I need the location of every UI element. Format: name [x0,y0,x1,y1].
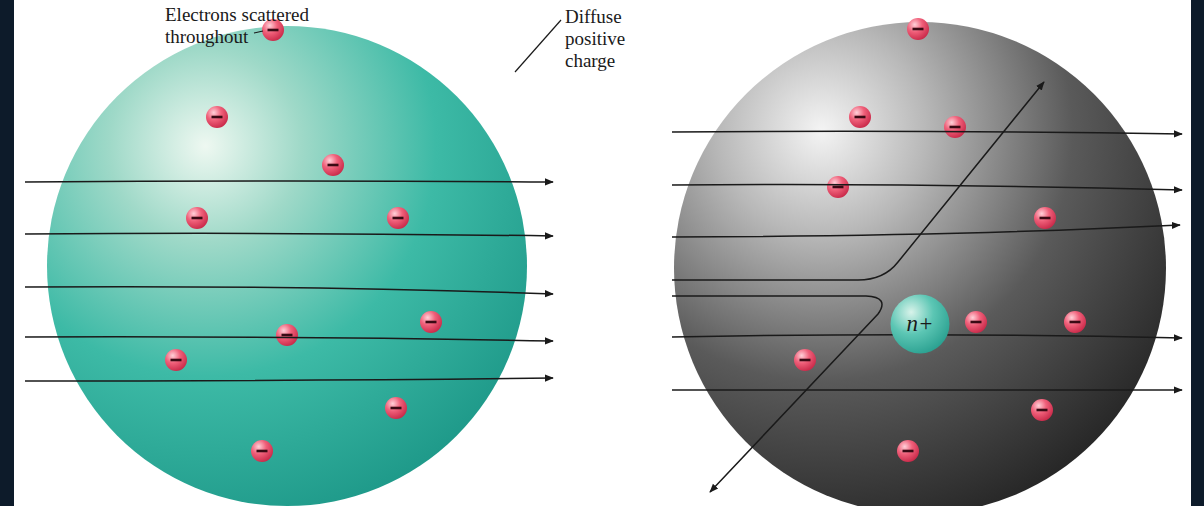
electron-symbol [251,440,273,462]
electron-body [965,311,987,333]
minus-sign [391,407,402,410]
alpha-path [25,233,553,236]
alpha-path [672,131,1182,134]
electron-body [1031,399,1053,421]
callout-label: Electrons scattered throughout [165,4,333,48]
minus-sign [328,164,339,167]
electron-symbol [1064,311,1086,333]
electron-symbol [206,106,228,128]
minus-sign [282,334,293,337]
alpha-paths [25,82,1182,492]
minus-sign [950,126,961,129]
minus-sign [212,116,223,119]
electron-body [907,18,929,40]
electron-body [322,154,344,176]
electron-body [794,349,816,371]
alpha-path [672,82,1044,280]
alpha-path [672,389,1182,391]
electron-body [897,440,919,462]
electron-body [1064,311,1086,333]
electron-symbol [322,154,344,176]
electron-body [387,207,409,229]
electron-symbol [794,349,816,371]
minus-sign [1037,409,1048,412]
nucleus-text-box: n+ [890,294,950,354]
leader-lines [254,20,561,72]
thomson-atom-sphere [47,26,527,506]
minus-sign [800,359,811,362]
electron-symbol [944,116,966,138]
electron-symbol [1034,207,1056,229]
electron-symbol [827,176,849,198]
electron-symbol [165,349,187,371]
electron-body [420,311,442,333]
electron-body [827,176,849,198]
minus-sign [393,217,404,220]
nucleus-label: n+ [906,311,933,337]
electron-symbol [186,207,208,229]
electron-symbol [907,18,929,40]
electron-body [944,116,966,138]
minus-sign [1040,217,1051,220]
minus-sign [426,321,437,324]
electron-body [206,106,228,128]
electron-symbol [420,311,442,333]
electron-symbol [387,207,409,229]
nucleus-body [891,295,950,354]
callout-label: Diffuse positive charge [565,6,647,72]
alpha-path [672,296,882,492]
rutherford-atom-sphere [674,22,1166,506]
minus-sign [855,116,866,119]
electron-group [165,18,1086,462]
electron-body [1034,207,1056,229]
minus-sign [903,450,914,453]
electron-body [849,106,871,128]
electron-body [385,397,407,419]
electron-body [276,324,298,346]
electron-symbol [276,324,298,346]
alpha-path [25,181,553,182]
electron-symbol [385,397,407,419]
electron-symbol [965,311,987,333]
minus-sign [1070,321,1081,324]
minus-sign [192,217,203,220]
electron-symbol [897,440,919,462]
electron-body [251,440,273,462]
minus-sign [971,321,982,324]
electron-body [186,207,208,229]
alpha-path [25,378,553,381]
leader-line [254,31,263,33]
alpha-path [25,337,553,341]
leader-line [515,20,561,72]
electron-symbol [849,106,871,128]
minus-sign [833,186,844,189]
alpha-path [25,287,553,294]
alpha-path [672,185,1182,190]
minus-sign [913,28,924,31]
minus-sign [171,359,182,362]
minus-sign [257,450,268,453]
electron-symbol [1031,399,1053,421]
electron-body [165,349,187,371]
minus-sign [268,29,279,32]
nucleus-circle: n+ [890,294,950,354]
